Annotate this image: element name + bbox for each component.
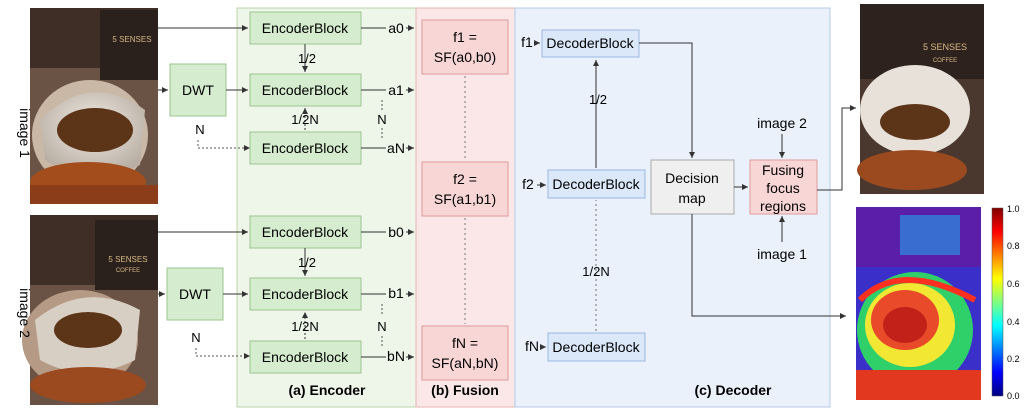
input-image-2	[22, 215, 158, 405]
decoder-block-N	[547, 332, 646, 362]
dec-half-n: 1/2N	[582, 264, 609, 279]
colorbar-tick-5: 0.2	[1007, 354, 1020, 364]
enc-bottom-half-n: 1/2N	[291, 319, 318, 334]
fusion-f2-line2: SF(a1,b1)	[434, 191, 496, 207]
colorbar-tick-3: 0.6	[1007, 279, 1020, 289]
encoder-block-b0-label: EncoderBlock	[262, 224, 349, 240]
colorbar-tick-4: 0.4	[1007, 317, 1020, 327]
fusing-regions-box	[749, 159, 818, 215]
fusion-fN-line2: SF(aN,bN)	[432, 355, 499, 371]
dwt-label-2: DWT	[179, 286, 211, 302]
image-1-label: image 1	[17, 108, 33, 158]
enc-top-half: 1/2	[298, 51, 316, 66]
decoder-block-1	[541, 29, 640, 58]
colorbar-tick-2: 0.8	[1007, 241, 1020, 251]
output-a1: a1	[388, 82, 404, 98]
decoder-input-f1: f1	[521, 34, 533, 50]
decoder-block-N-label: DecoderBlock	[552, 339, 640, 355]
fusion-box-f1	[421, 19, 509, 75]
output-fused-image	[857, 4, 984, 194]
enc-bottom-half: 1/2	[298, 255, 316, 270]
output-brand-line1: 5 SENSES	[923, 42, 967, 52]
colorbar-tick-1: 1.0	[1007, 204, 1020, 214]
fusing-line2: focus	[766, 180, 799, 196]
fusion-f1-line2: SF(a0,b0)	[434, 49, 496, 65]
decision-map-line1: Decision	[665, 170, 719, 186]
fusion-box-f2	[421, 161, 509, 217]
fusion-panel-label: (b) Fusion	[431, 382, 499, 398]
dwt-n-label-2: N	[191, 330, 200, 345]
image-1-brand: 5 SENSES	[112, 35, 151, 44]
decoder-block-2-label: DecoderBlock	[552, 176, 640, 192]
decoder-input-f2: f2	[522, 176, 534, 192]
image-2-label: image 2	[17, 288, 33, 338]
colorbar-tick-6: 0.0	[1007, 391, 1020, 401]
dwt-box-2	[166, 267, 224, 321]
dec-half: 1/2	[589, 92, 607, 107]
output-brand-line2: COFFEE	[933, 58, 957, 64]
decoder-image-1-label: image 1	[757, 246, 807, 262]
fusion-fN-line1: fN =	[452, 335, 478, 351]
encoder-block-aN	[249, 131, 362, 165]
encoder-block-b0	[249, 215, 362, 249]
encoder-block-b1-label: EncoderBlock	[262, 286, 349, 302]
encoder-block-b1	[249, 277, 362, 311]
dwt-box-1	[169, 63, 227, 117]
encoder-panel-label: (a) Encoder	[288, 382, 366, 398]
dwt-label-1: DWT	[182, 82, 214, 98]
encoder-block-a1-label: EncoderBlock	[262, 82, 349, 98]
encoder-block-a1	[249, 73, 362, 107]
enc-top-n: N	[377, 112, 386, 127]
output-b1: b1	[388, 285, 404, 301]
encoder-block-a0-label: EncoderBlock	[262, 20, 349, 36]
decision-map-line2: map	[678, 190, 705, 206]
colorbar	[991, 207, 1004, 397]
fusion-f1-line1: f1 =	[453, 29, 477, 45]
decoder-input-fN: fN	[525, 338, 539, 354]
enc-bottom-n: N	[377, 319, 386, 334]
output-aN: aN	[387, 140, 405, 156]
fusion-box-fN	[421, 325, 509, 381]
fusing-line1: Fusing	[762, 162, 804, 178]
decoder-panel-label: (c) Decoder	[694, 382, 772, 398]
encoder-block-bN-label: EncoderBlock	[262, 349, 349, 365]
input-image-1	[30, 8, 158, 204]
image-2-brand: 5 SENSES	[108, 255, 147, 264]
encoder-block-bN	[249, 340, 362, 374]
decoder-block-2	[547, 169, 646, 199]
colorbar-ticks: 1.0 0.8 0.6 0.4 0.2 0.0	[1007, 204, 1020, 401]
encoder-block-aN-label: EncoderBlock	[262, 140, 349, 156]
decoder-image-2-label: image 2	[757, 115, 807, 131]
decision-heatmap	[856, 207, 981, 400]
output-a0: a0	[388, 20, 404, 36]
fusion-f2-line1: f2 =	[453, 171, 477, 187]
decision-map-box	[650, 159, 735, 215]
image-2-brand-2: COFFEE	[116, 268, 140, 274]
enc-top-half-n: 1/2N	[291, 112, 318, 127]
dwt-n-label-1: N	[195, 122, 204, 137]
output-b0: b0	[388, 224, 404, 240]
decoder-block-1-label: DecoderBlock	[546, 35, 634, 51]
fusing-line3: regions	[760, 198, 806, 214]
output-bN: bN	[387, 348, 405, 364]
